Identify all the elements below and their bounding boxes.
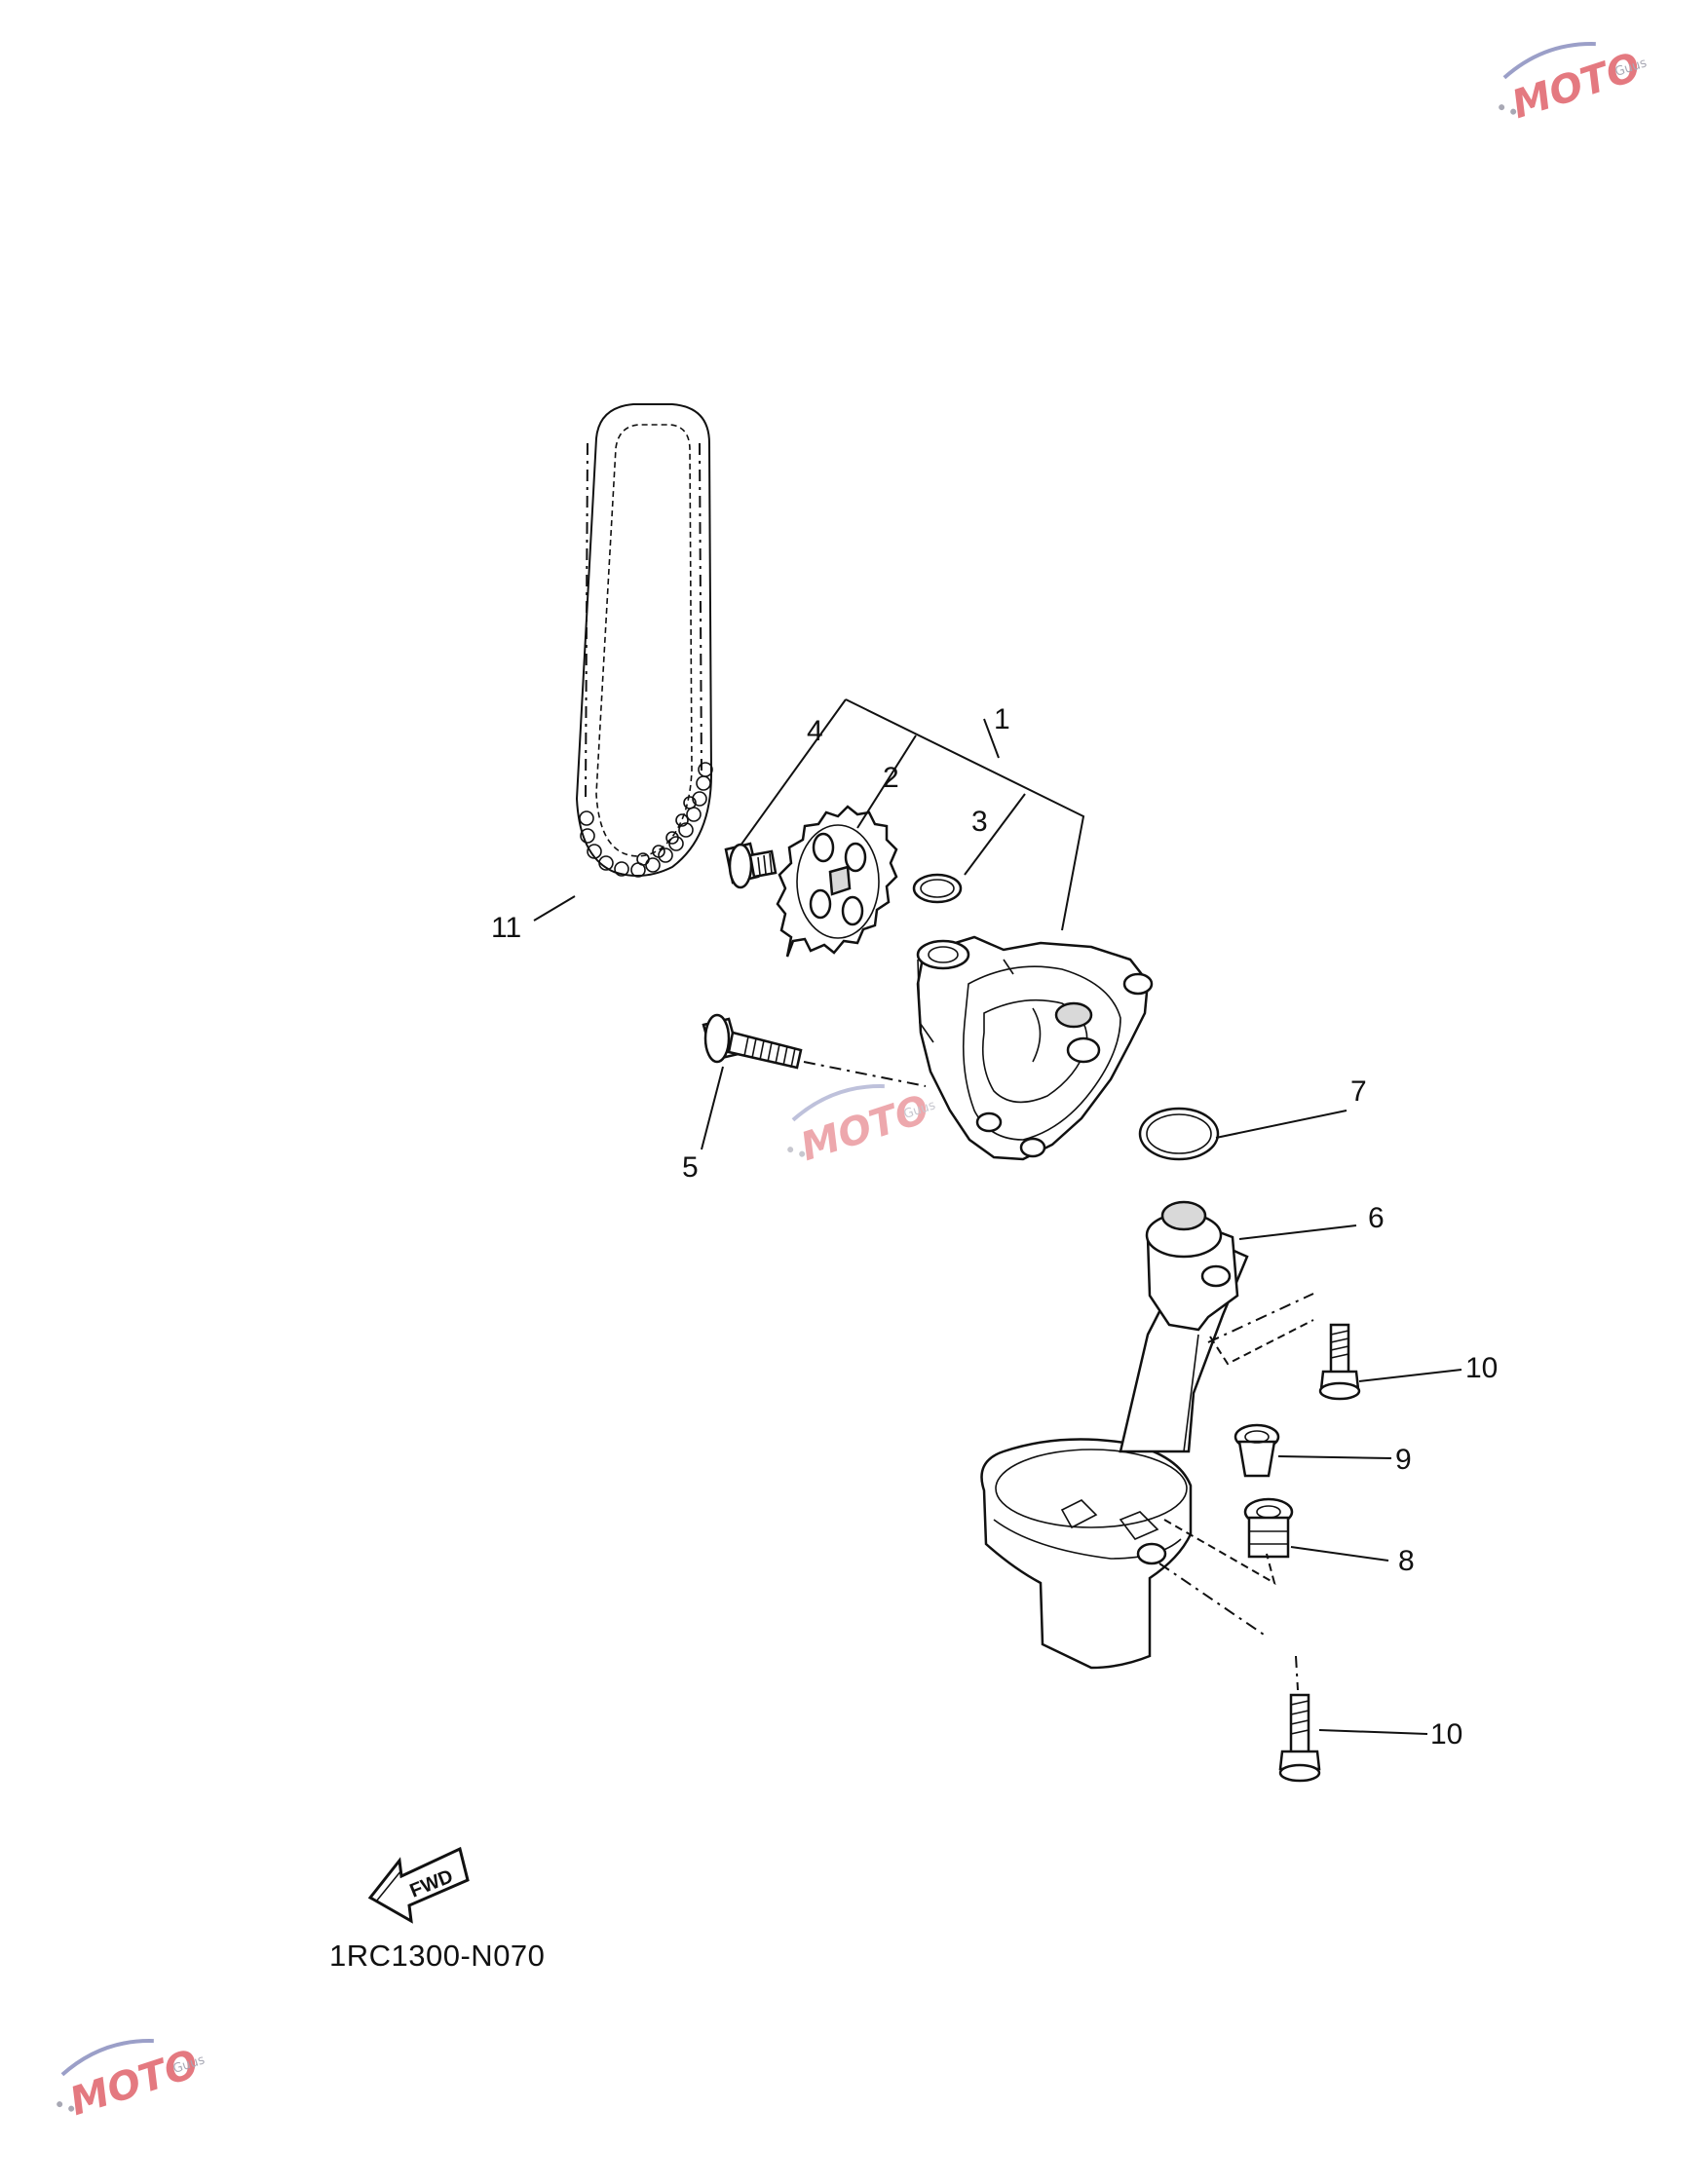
part-8-damper [1243, 1497, 1294, 1559]
watermark-logo-center: MOTO Guus [787, 1084, 937, 1170]
part-2-oil-pump-driven-sprocket [776, 805, 898, 958]
part-4-sprocket-bolt [724, 842, 778, 889]
part-5-pump-bolt [702, 1013, 927, 1087]
callout-9: 9 [1395, 1444, 1412, 1476]
part-6-oil-strainer [980, 1200, 1314, 1670]
callout-1: 1 [994, 703, 1010, 735]
part-3-circlip [912, 873, 963, 904]
svg-text:MOTO: MOTO [64, 2042, 204, 2125]
svg-text:MOTO: MOTO [795, 1087, 934, 1170]
callout-3: 3 [971, 806, 988, 838]
callout-labels: 1 2 3 4 5 6 7 8 9 10 10 11 [491, 703, 1498, 1751]
callout-6: 6 [1368, 1202, 1385, 1234]
callout-11: 11 [491, 912, 521, 944]
svg-text:MOTO: MOTO [1506, 45, 1646, 128]
part-10-strainer-bolt-lower [1278, 1655, 1321, 1783]
callout-7: 7 [1350, 1075, 1367, 1108]
callout-10-upper: 10 [1465, 1352, 1498, 1384]
callout-4: 4 [807, 715, 823, 747]
watermark-logo-bottom-left: MOTO Guus [57, 2039, 207, 2125]
part-11-drive-chain [575, 403, 713, 878]
leader-lines [533, 698, 1462, 1735]
part-9-collar [1234, 1423, 1280, 1478]
part-1-oil-pump-assembly [916, 935, 1154, 1161]
callout-10-lower: 10 [1430, 1718, 1462, 1751]
callout-8: 8 [1398, 1545, 1415, 1577]
watermark-logo-top-right: MOTO Guus [1499, 42, 1649, 128]
forward-direction-arrow: FWD [367, 1846, 470, 1924]
part-10-strainer-bolt-upper [1318, 1323, 1361, 1401]
callout-2: 2 [883, 762, 899, 794]
callout-5: 5 [682, 1151, 699, 1184]
diagram-code: 1RC1300-N070 [329, 1939, 545, 1973]
part-7-o-ring [1138, 1107, 1220, 1161]
